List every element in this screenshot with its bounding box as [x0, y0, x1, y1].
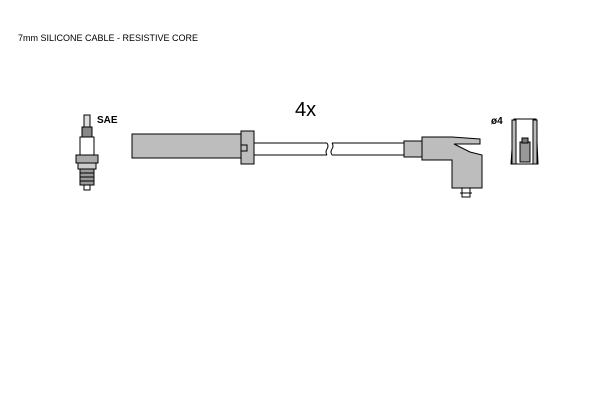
terminal-section-icon: [510, 118, 539, 165]
quantity-label: 4x: [295, 99, 317, 121]
plug-boot: [131, 130, 255, 165]
plug-standard-label: SAE: [97, 115, 118, 126]
cable: [254, 142, 404, 156]
terminal-diameter-label: ø4: [491, 116, 503, 127]
spark-plug-icon: [75, 114, 99, 191]
coil-boot-elbow: [403, 136, 483, 198]
diagram-title: 7mm SILICONE CABLE - RESISTIVE CORE: [18, 33, 199, 43]
